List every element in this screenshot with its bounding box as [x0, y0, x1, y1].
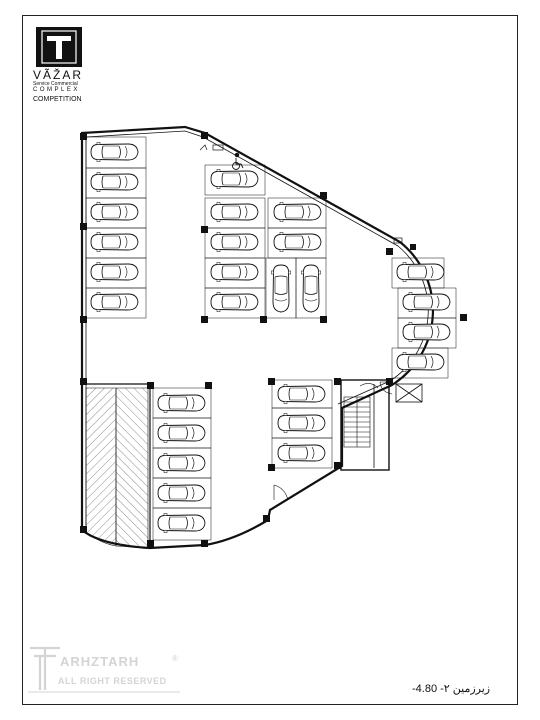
logo-name: VÃŽAR [33, 68, 84, 82]
cars-west [90, 142, 139, 312]
parking-bays-west [85, 136, 147, 319]
logo-competition: COMPETITION [33, 96, 82, 103]
logo-mark [36, 27, 82, 67]
parking-bays-south-center [271, 379, 333, 469]
cars-east [396, 262, 451, 372]
cars-south-west [157, 393, 206, 533]
parking-bays-central [204, 164, 327, 319]
elevator-icon [395, 383, 423, 403]
drawing-frame [22, 15, 518, 705]
parking-bays-south-west [152, 387, 212, 541]
fire-cabinet-icon [199, 144, 403, 244]
door-swings [273, 381, 393, 501]
watermark-name: ARHZTARH [60, 654, 140, 669]
logo-text: VÃŽAR Service Commercial COMPLEX COMPETI… [33, 69, 93, 105]
watermark-registered: ® [172, 654, 178, 663]
ramp-hatch-icon [85, 383, 151, 549]
stair-icon [340, 379, 390, 471]
wheelchair-icon [232, 152, 244, 170]
logo-subtitle: Service Commercial [33, 81, 78, 87]
logo-subtitle-2: COMPLEX [33, 87, 80, 93]
cars-south-center [277, 384, 326, 463]
watermark-rights: ALL RIGHT RESERVED [58, 676, 167, 686]
watermark-mark [28, 646, 180, 693]
level-label: -4.80 -۲ زیرزمین [412, 683, 491, 695]
